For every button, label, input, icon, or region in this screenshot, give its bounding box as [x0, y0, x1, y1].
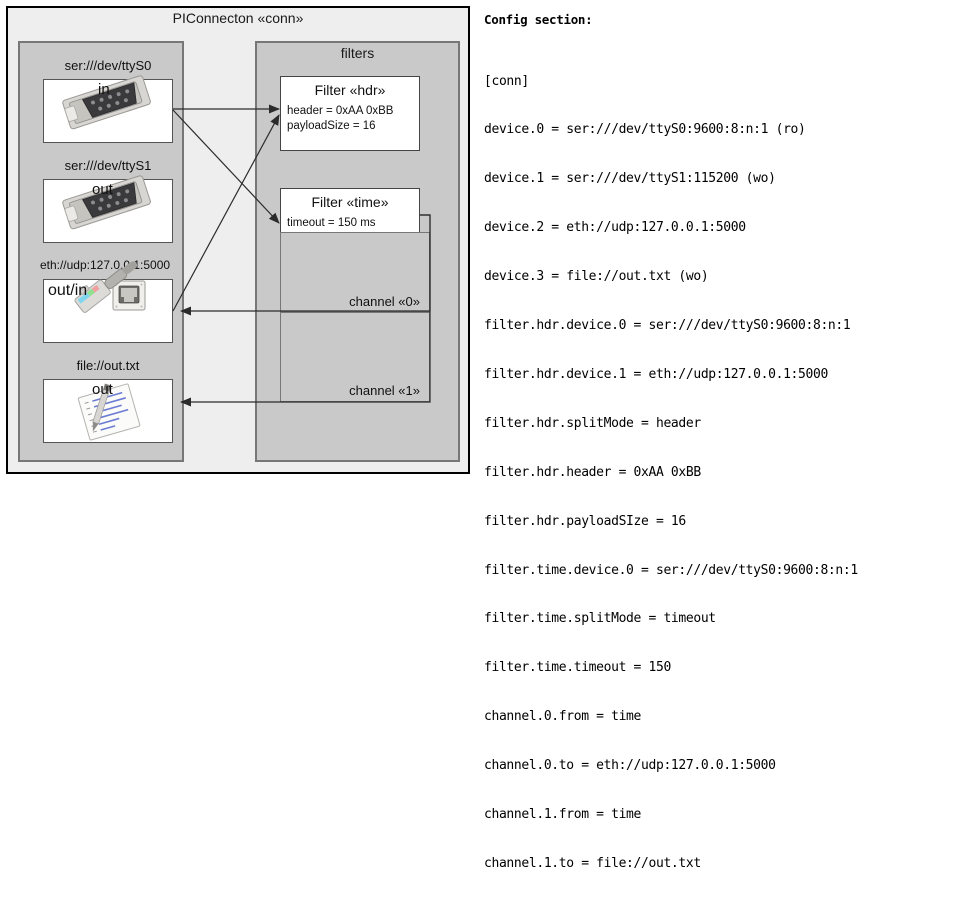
device-label-ttys1: ser:///dev/ttyS1 [64, 158, 152, 173]
device-label-ttys0: ser:///dev/ttyS0 [64, 58, 152, 73]
config-line: device.1 = ser:///dev/ttyS1:115200 (wo) [484, 171, 776, 187]
device-direction-eth: out/in [48, 282, 88, 299]
filter-title-hdr: Filter «hdr» [314, 82, 386, 98]
device-direction-file: out [92, 381, 113, 398]
config-line: [conn] [484, 73, 529, 89]
config-line: filter.time.splitMode = timeout [484, 611, 716, 627]
config-line: device.3 = file://out.txt (wo) [484, 269, 709, 285]
config-line: filter.hdr.splitMode = header [484, 415, 701, 431]
filters-group-title: filters [340, 45, 375, 61]
device-direction-ttys0: in [98, 81, 110, 98]
config-line: channel.1.to = file://out.txt [484, 855, 701, 871]
config-section: Config section: [conn] device.0 = ser://… [484, 8, 960, 871]
page-title: PIConnecton «conn» [172, 10, 304, 26]
device-direction-ttys1: out [92, 181, 113, 198]
filter-card-hdr[interactable]: Filter «hdr» header = 0xAA 0xBB payloadS… [280, 76, 420, 151]
filter-title-time: Filter «time» [311, 194, 389, 210]
config-lines-list: [conn] device.0 = ser:///dev/ttyS0:9600:… [484, 41, 960, 905]
config-line: device.0 = ser:///dev/ttyS0:9600:8:n:1 (… [484, 122, 806, 138]
diagram-canvas: PIConnecton «conn» filters ser:///dev/tt… [6, 6, 960, 871]
channel-label-1: channel «1» [349, 383, 420, 398]
device-label-file: file://out.txt [76, 358, 140, 373]
config-line: filter.time.timeout = 150 [484, 660, 671, 676]
config-line: channel.1.from = time [484, 806, 642, 822]
filter-prop-hdr-payloadsize: payloadSize = 16 [287, 120, 376, 132]
config-heading: Config section: [484, 12, 593, 27]
config-line: filter.hdr.payloadSIze = 16 [484, 513, 686, 529]
config-line: filter.hdr.device.1 = eth://udp:127.0.0.… [484, 366, 828, 382]
config-line: channel.0.to = eth://udp:127.0.0.1:5000 [484, 758, 776, 774]
config-line: filter.hdr.header = 0xAA 0xBB [484, 464, 701, 480]
config-line: device.2 = eth://udp:127.0.0.1:5000 [484, 220, 746, 236]
channel-label-0: channel «0» [349, 294, 420, 309]
device-label-eth: eth://udp:127.0.0.1:5000 [39, 258, 171, 272]
config-line: filter.time.device.0 = ser:///dev/ttyS0:… [484, 562, 858, 578]
filter-prop-time-timeout: timeout = 150 ms [287, 217, 376, 229]
filter-prop-hdr-header: header = 0xAA 0xBB [287, 105, 394, 117]
config-line: filter.hdr.device.0 = ser:///dev/ttyS0:9… [484, 318, 851, 334]
config-line: channel.0.from = time [484, 709, 642, 725]
